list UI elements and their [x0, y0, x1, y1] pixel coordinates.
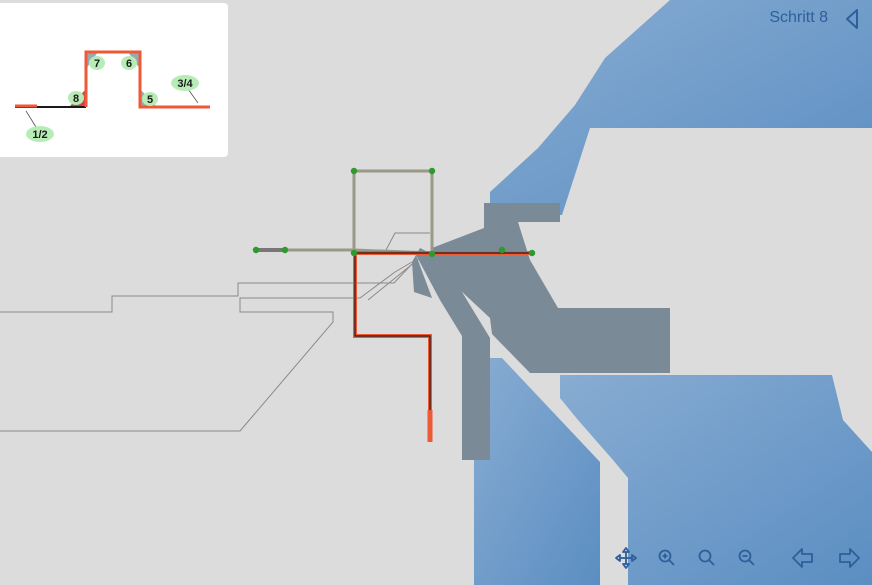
step-indicator: Schritt 8 [769, 9, 828, 26]
platform-area-lower [412, 248, 490, 460]
label-5: 5 [147, 94, 153, 106]
arrow-right-icon [839, 548, 860, 568]
platform-area [430, 203, 670, 373]
water-area-southeast [560, 375, 872, 585]
arrow-left-icon [792, 548, 813, 568]
label-8: 8 [73, 93, 79, 105]
triangle-left-icon [846, 9, 858, 29]
previous-button[interactable] [788, 543, 818, 573]
map-toolbar [610, 543, 872, 573]
zoom-out-button[interactable] [732, 543, 762, 573]
track-nodes [252, 167, 536, 258]
label-1-2: 1/2 [32, 129, 47, 141]
pan-button[interactable] [611, 543, 641, 573]
background-tracks [0, 232, 430, 432]
zoom-out-icon [738, 549, 755, 566]
step-schematic: 1/2 8 7 6 5 3/4 [15, 50, 210, 142]
label-3-4: 3/4 [177, 78, 193, 90]
khaki-tracks [256, 169, 434, 255]
zoom-in-button[interactable] [652, 543, 682, 573]
zoom-reset-button[interactable] [692, 543, 722, 573]
step-schematic-panel: 1/2 8 7 6 5 3/4 [0, 3, 228, 157]
active-route [353, 251, 532, 442]
step-back-button[interactable] [842, 6, 862, 32]
water-area-southwest [474, 358, 600, 585]
water-area-north [490, 0, 872, 215]
zoom-in-icon [658, 549, 675, 566]
zoom-icon [698, 549, 715, 566]
label-7: 7 [94, 58, 100, 70]
next-button[interactable] [834, 543, 864, 573]
label-6: 6 [126, 58, 132, 70]
move-icon [615, 547, 637, 569]
